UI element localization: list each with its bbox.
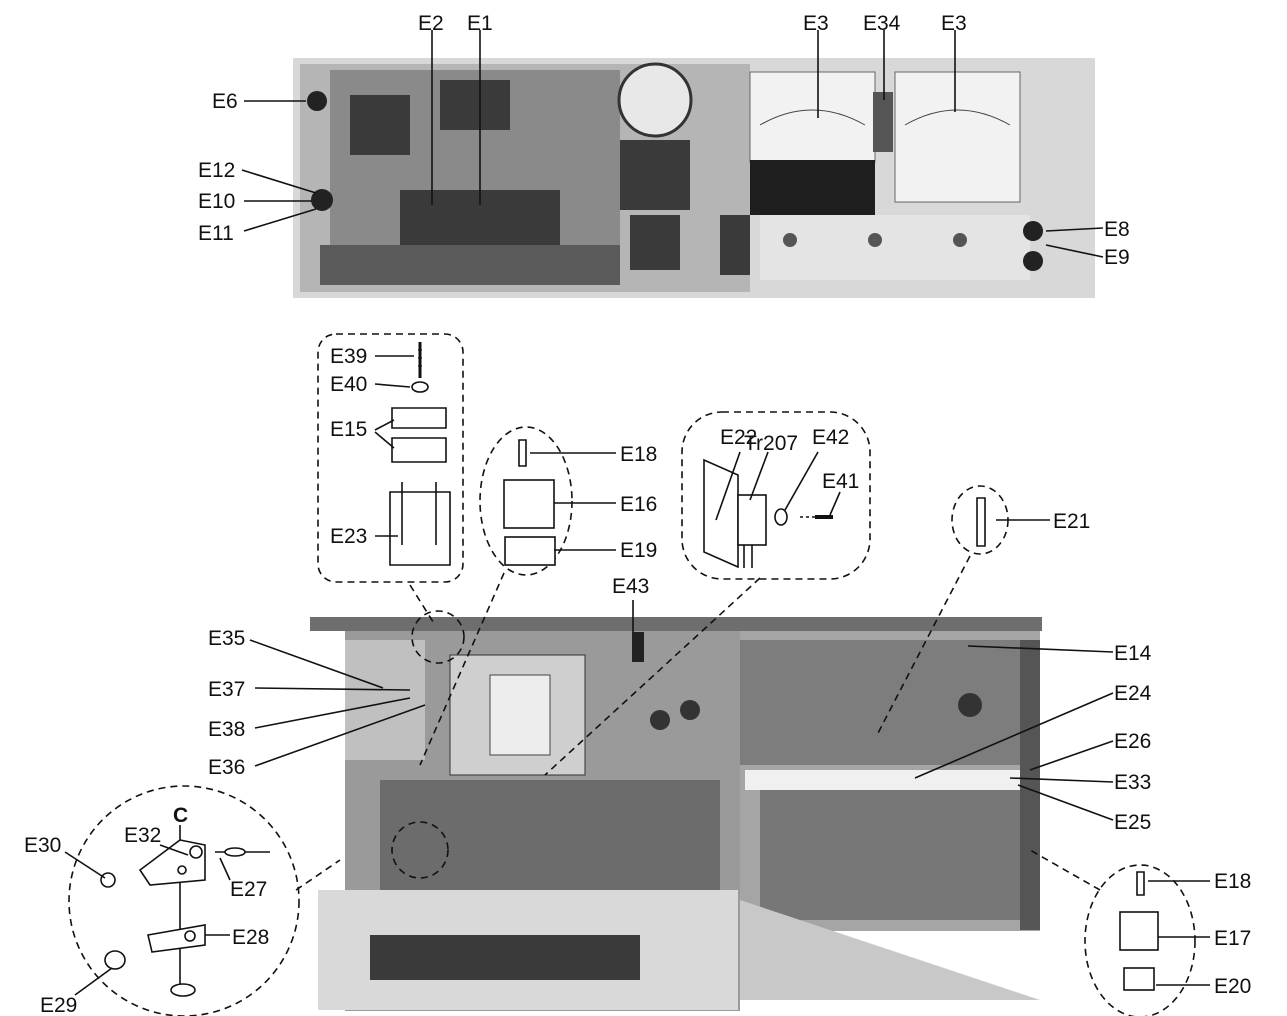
- inset-connector: [1029, 849, 1210, 1016]
- label-E19: E19: [620, 539, 657, 562]
- inset-jumper: [876, 485, 1050, 736]
- label-E21: E21: [1053, 510, 1090, 533]
- label-E20: E20: [1214, 975, 1251, 998]
- label-E23: E23: [330, 525, 367, 548]
- label-E12: E12: [198, 159, 235, 182]
- label-E8: E8: [1104, 218, 1130, 241]
- front-panel-photo: [293, 58, 1095, 298]
- label-E26: E26: [1114, 730, 1151, 753]
- label-E3-right: E3: [941, 12, 967, 35]
- label-E38: E38: [208, 718, 245, 741]
- label-E2: E2: [418, 12, 444, 35]
- front-panel-leaders: [241, 30, 1104, 258]
- inset-pointers: [391, 572, 761, 879]
- label-E42: E42: [812, 426, 849, 449]
- label-E24: E24: [1114, 682, 1152, 705]
- label-Tr207: Tr207: [744, 432, 798, 455]
- label-E9: E9: [1104, 246, 1130, 269]
- label-E33: E33: [1114, 771, 1151, 794]
- label-E32: E32: [124, 824, 161, 847]
- inset-power-transistor: [681, 411, 871, 580]
- inset-socket: [479, 426, 616, 576]
- label-E22: E22: [720, 426, 757, 449]
- label-E3-left: E3: [803, 12, 829, 35]
- label-E30: E30: [24, 834, 61, 857]
- label-E40: E40: [330, 373, 367, 396]
- label-E39: E39: [330, 345, 367, 368]
- label-E41: E41: [822, 470, 859, 493]
- label-C: C: [173, 804, 188, 827]
- chassis-leaders: [249, 600, 1114, 821]
- part-labels: E2 E1 E3 E34 E3 E6 E12 E10 E11 E8 E9 E39…: [24, 12, 1251, 1016]
- label-E25: E25: [1114, 811, 1151, 834]
- label-E27: E27: [230, 878, 267, 901]
- label-E29: E29: [40, 994, 77, 1016]
- inset-mechanism: [64, 785, 341, 1016]
- label-E1: E1: [467, 12, 493, 35]
- label-E17: E17: [1214, 927, 1251, 950]
- label-E34: E34: [863, 12, 901, 35]
- chassis-photo: [310, 617, 1042, 1011]
- label-E28: E28: [232, 926, 269, 949]
- inset-transistor-mount: [317, 333, 464, 583]
- label-E6: E6: [212, 90, 238, 113]
- label-E10: E10: [198, 190, 235, 213]
- label-E37: E37: [208, 678, 245, 701]
- label-E36: E36: [208, 756, 245, 779]
- label-E14: E14: [1114, 642, 1152, 665]
- label-E11: E11: [198, 222, 234, 245]
- label-E15: E15: [330, 418, 367, 441]
- label-E18-top: E18: [620, 443, 657, 466]
- label-E16: E16: [620, 493, 657, 516]
- label-E43: E43: [612, 575, 649, 598]
- label-E18-bottom: E18: [1214, 870, 1251, 893]
- label-E35: E35: [208, 627, 245, 650]
